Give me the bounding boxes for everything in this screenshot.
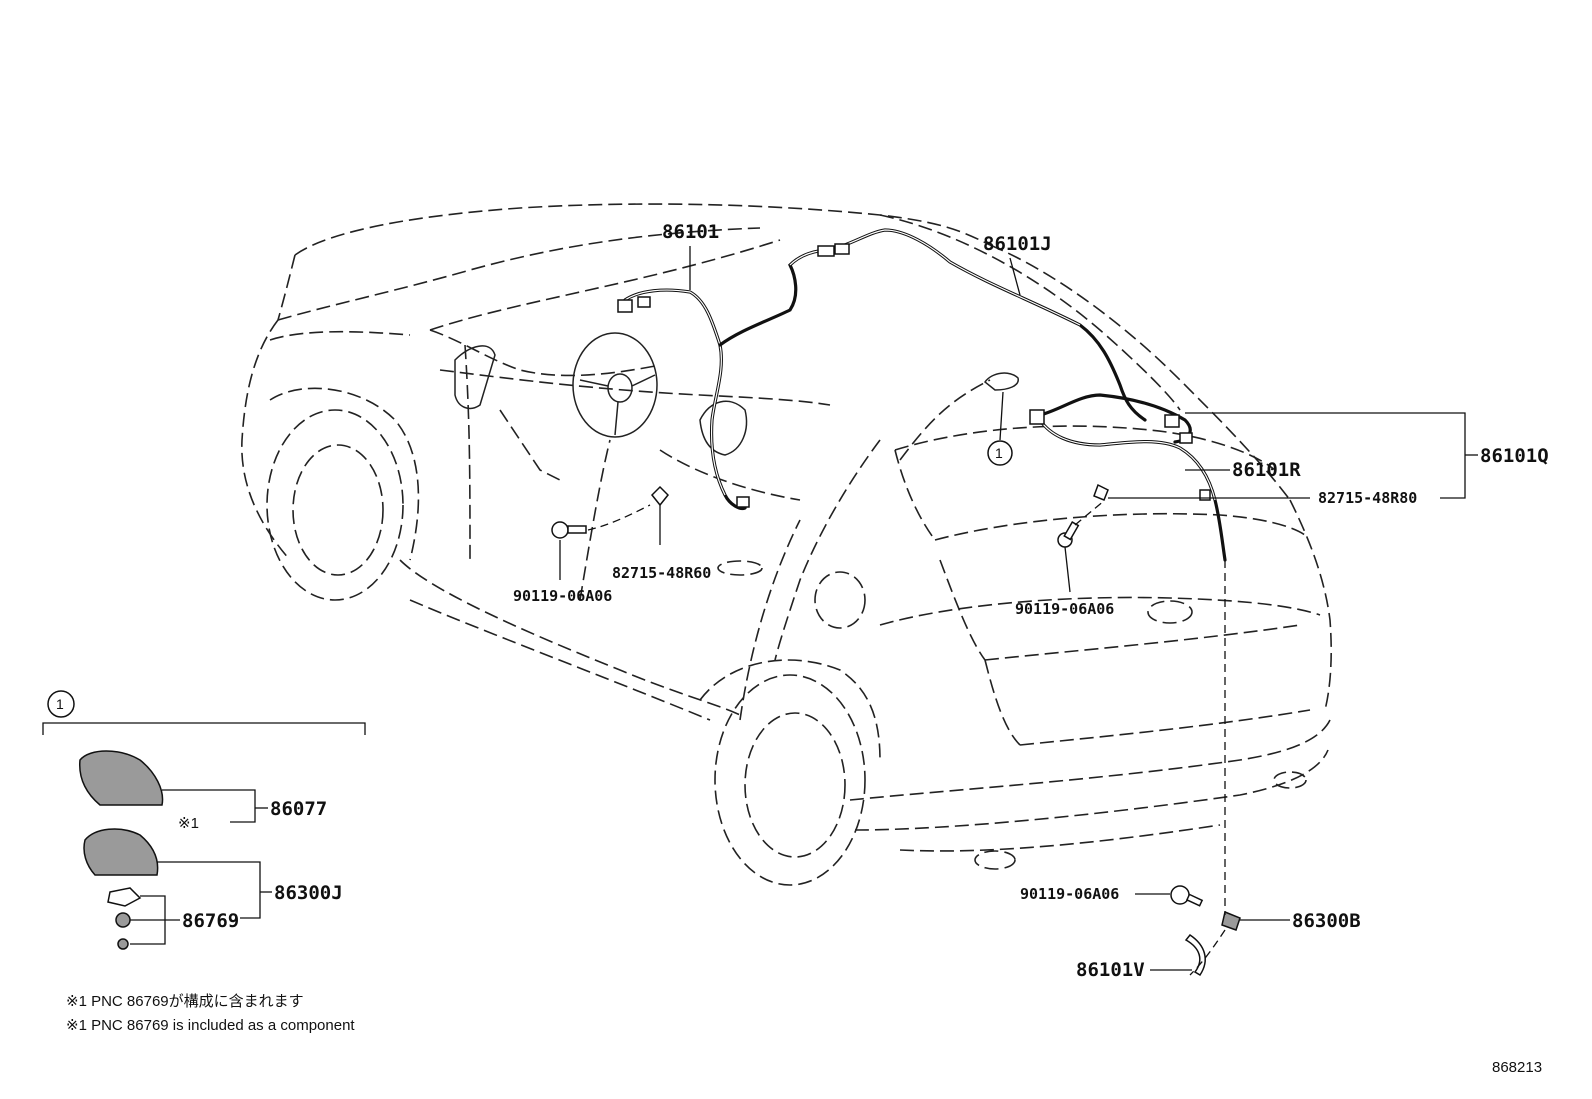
inset-note-marker: ※1 [178, 815, 199, 832]
footnotes: ※1 PNC 86769が構成に含まれます ※1 PNC 86769 is in… [66, 993, 355, 1034]
label-90119-lower: 90119-06A06 [1020, 885, 1119, 903]
bolt-icon [1057, 521, 1080, 548]
roof-antenna-callout: 1 [983, 372, 1019, 466]
label-86077: 86077 [270, 798, 327, 820]
label-90119-left: 90119-06A06 [513, 587, 612, 605]
part-labels: 86101 86101J 86101Q 86101R 82715-48R80 8… [513, 221, 1549, 981]
cable-segment-icon [1184, 933, 1206, 977]
footnote-jp: ※1 PNC 86769が構成に含まれます [66, 993, 304, 1010]
label-86300J: 86300J [274, 882, 343, 904]
vehicle-body [241, 203, 1332, 886]
antenna-cover-icon [79, 750, 164, 806]
label-86101: 86101 [662, 221, 719, 243]
inset-antenna-assembly: 1 86077 ※1 86300J 86769 [42, 690, 366, 950]
label-86300B: 86300B [1292, 910, 1361, 932]
interior [429, 329, 831, 501]
connector-icon [1221, 910, 1241, 931]
antenna-base-icon [83, 828, 159, 876]
label-90119-right: 90119-06A06 [1015, 600, 1114, 618]
label-82715-48R80: 82715-48R80 [1318, 489, 1417, 507]
clip-icon [650, 485, 670, 545]
footnote-en: ※1 PNC 86769 is included as a component [66, 1017, 355, 1034]
callout-number: 1 [995, 445, 1003, 461]
gasket-icon [107, 887, 142, 907]
nut-icon [115, 912, 131, 928]
wire-harness [617, 228, 1227, 562]
fasteners [551, 483, 1241, 977]
bolt-icon [1170, 885, 1204, 907]
label-82715-48R60: 82715-48R60 [612, 564, 711, 582]
label-86101V: 86101V [1076, 959, 1145, 981]
label-86101J: 86101J [983, 233, 1052, 255]
label-86769: 86769 [182, 910, 239, 932]
inset-callout-number: 1 [56, 696, 64, 712]
label-86101Q: 86101Q [1480, 445, 1549, 467]
clip-icon [1093, 483, 1109, 501]
figure-number: 868213 [1492, 1059, 1542, 1076]
bolt-icon [551, 521, 587, 539]
label-86101R: 86101R [1232, 459, 1301, 481]
screw-icon [117, 938, 129, 950]
